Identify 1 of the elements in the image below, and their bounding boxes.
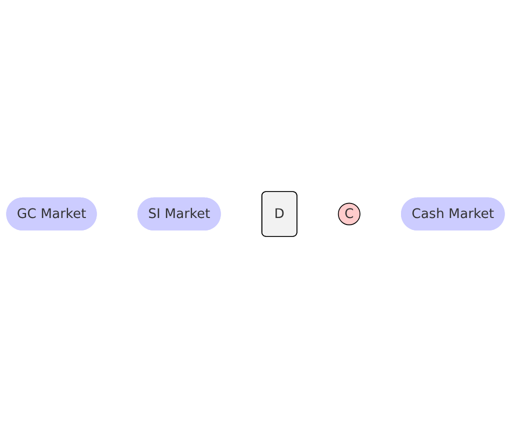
- node-circle: C: [338, 202, 360, 225]
